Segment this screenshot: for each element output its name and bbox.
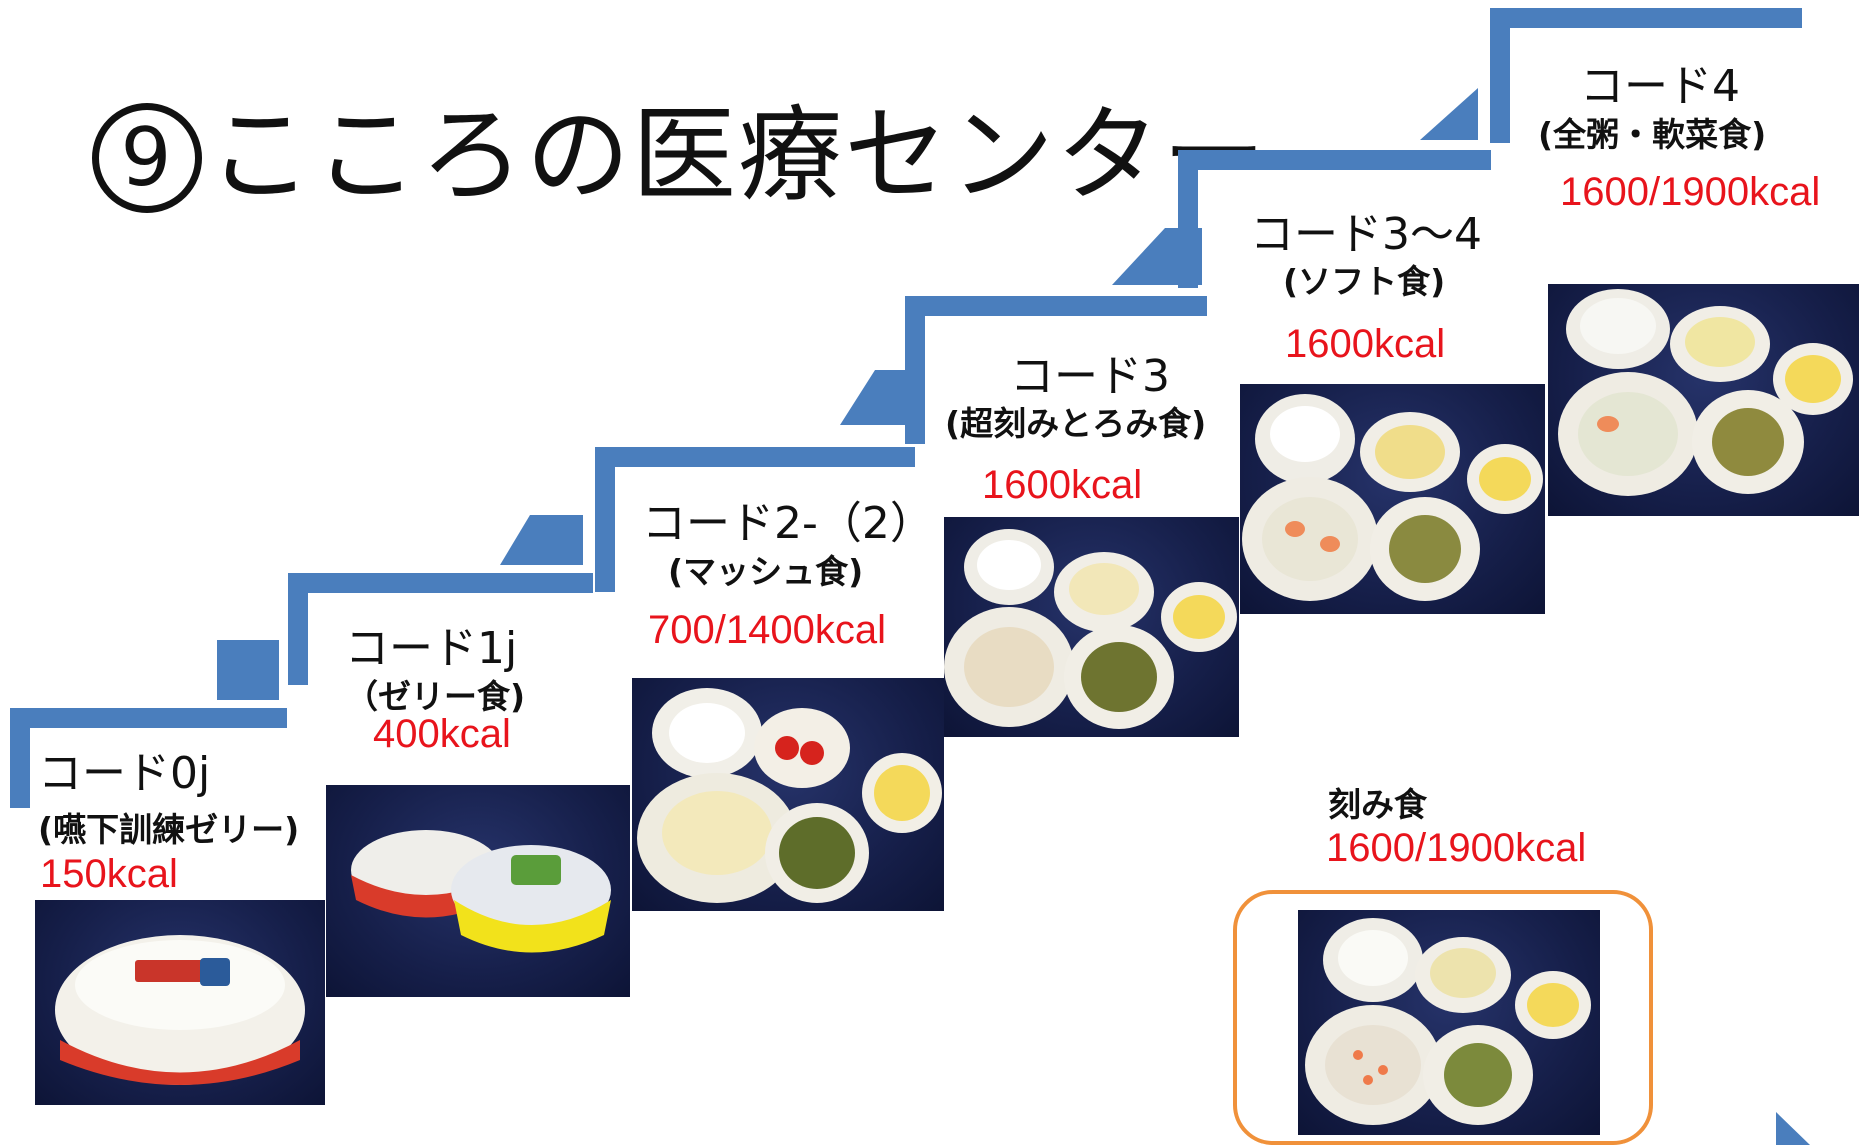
step-kcal-3: 1600kcal [982, 463, 1143, 507]
stair-step-2 [595, 447, 915, 467]
stair-wedge-1 [500, 515, 583, 565]
step-description-2: (マッシュ食) [668, 552, 864, 591]
step-photo-1 [326, 785, 630, 997]
stair-step-3 [905, 296, 1207, 316]
step-code-2: コード2-（2） [642, 498, 934, 549]
stair-riser-3 [905, 296, 925, 444]
stair-wedge-2 [840, 370, 912, 425]
step-photo-2 [632, 678, 944, 911]
mashed-meal-tray-image [637, 688, 942, 903]
stair-step-1 [288, 573, 593, 593]
stair-step-0 [10, 708, 287, 728]
minced-meal-tray-image [1305, 918, 1591, 1125]
title-number-circle: 9 [92, 103, 202, 213]
soft-meal-tray-image [1242, 394, 1543, 601]
extra-photo [1298, 910, 1600, 1135]
extra-highlight-frame [1233, 890, 1653, 1145]
step-kcal-1: 400kcal [373, 712, 511, 756]
step-code-0: コード0j [38, 748, 211, 799]
next-slide-arrow-icon[interactable] [1772, 1112, 1812, 1145]
step-code-1: コード1j [345, 623, 518, 674]
step-kcal-4: 1600kcal [1285, 322, 1446, 366]
step-description-3: (超刻みとろみ食) [945, 404, 1207, 443]
title-text: こころの医療センター [208, 94, 1269, 216]
step-description-4: (ソフト食) [1283, 262, 1446, 301]
stair-wedge-0 [217, 640, 279, 700]
stair-riser-4 [1178, 150, 1198, 288]
step-code-5: コード4 [1580, 61, 1740, 112]
step-description-5: (全粥・軟菜食) [1538, 115, 1767, 154]
step-code-3: コード3 [1010, 351, 1170, 402]
step-photo-5 [1548, 284, 1859, 516]
stair-riser-2 [595, 447, 615, 592]
stair-riser-5 [1490, 8, 1510, 143]
stair-wedge-4 [1420, 88, 1478, 140]
engelead-jelly-cup-image [55, 935, 305, 1085]
jelly-cups-pair-image [351, 830, 611, 953]
stair-riser-0 [10, 708, 30, 808]
step-photo-4 [1240, 384, 1545, 614]
extra-label: 刻み食 [1328, 785, 1427, 824]
extra-kcal: 1600/1900kcal [1326, 826, 1587, 870]
step-kcal-0: 150kcal [40, 852, 178, 896]
step-description-1: （ゼリー食) [345, 677, 526, 716]
stair-riser-1 [288, 573, 308, 685]
ultra-minced-thickened-meal-image [944, 529, 1237, 729]
stair-step-5 [1490, 8, 1802, 28]
step-code-4: コード3～4 [1250, 209, 1482, 260]
rice-porridge-soft-meal-image [1558, 289, 1853, 496]
step-kcal-2: 700/1400kcal [648, 608, 886, 652]
step-photo-0 [35, 900, 325, 1105]
step-photo-3 [944, 517, 1239, 737]
stair-step-4 [1178, 150, 1491, 170]
step-kcal-5: 1600/1900kcal [1560, 170, 1821, 214]
step-description-0: (嚥下訓練ゼリー) [38, 810, 300, 849]
